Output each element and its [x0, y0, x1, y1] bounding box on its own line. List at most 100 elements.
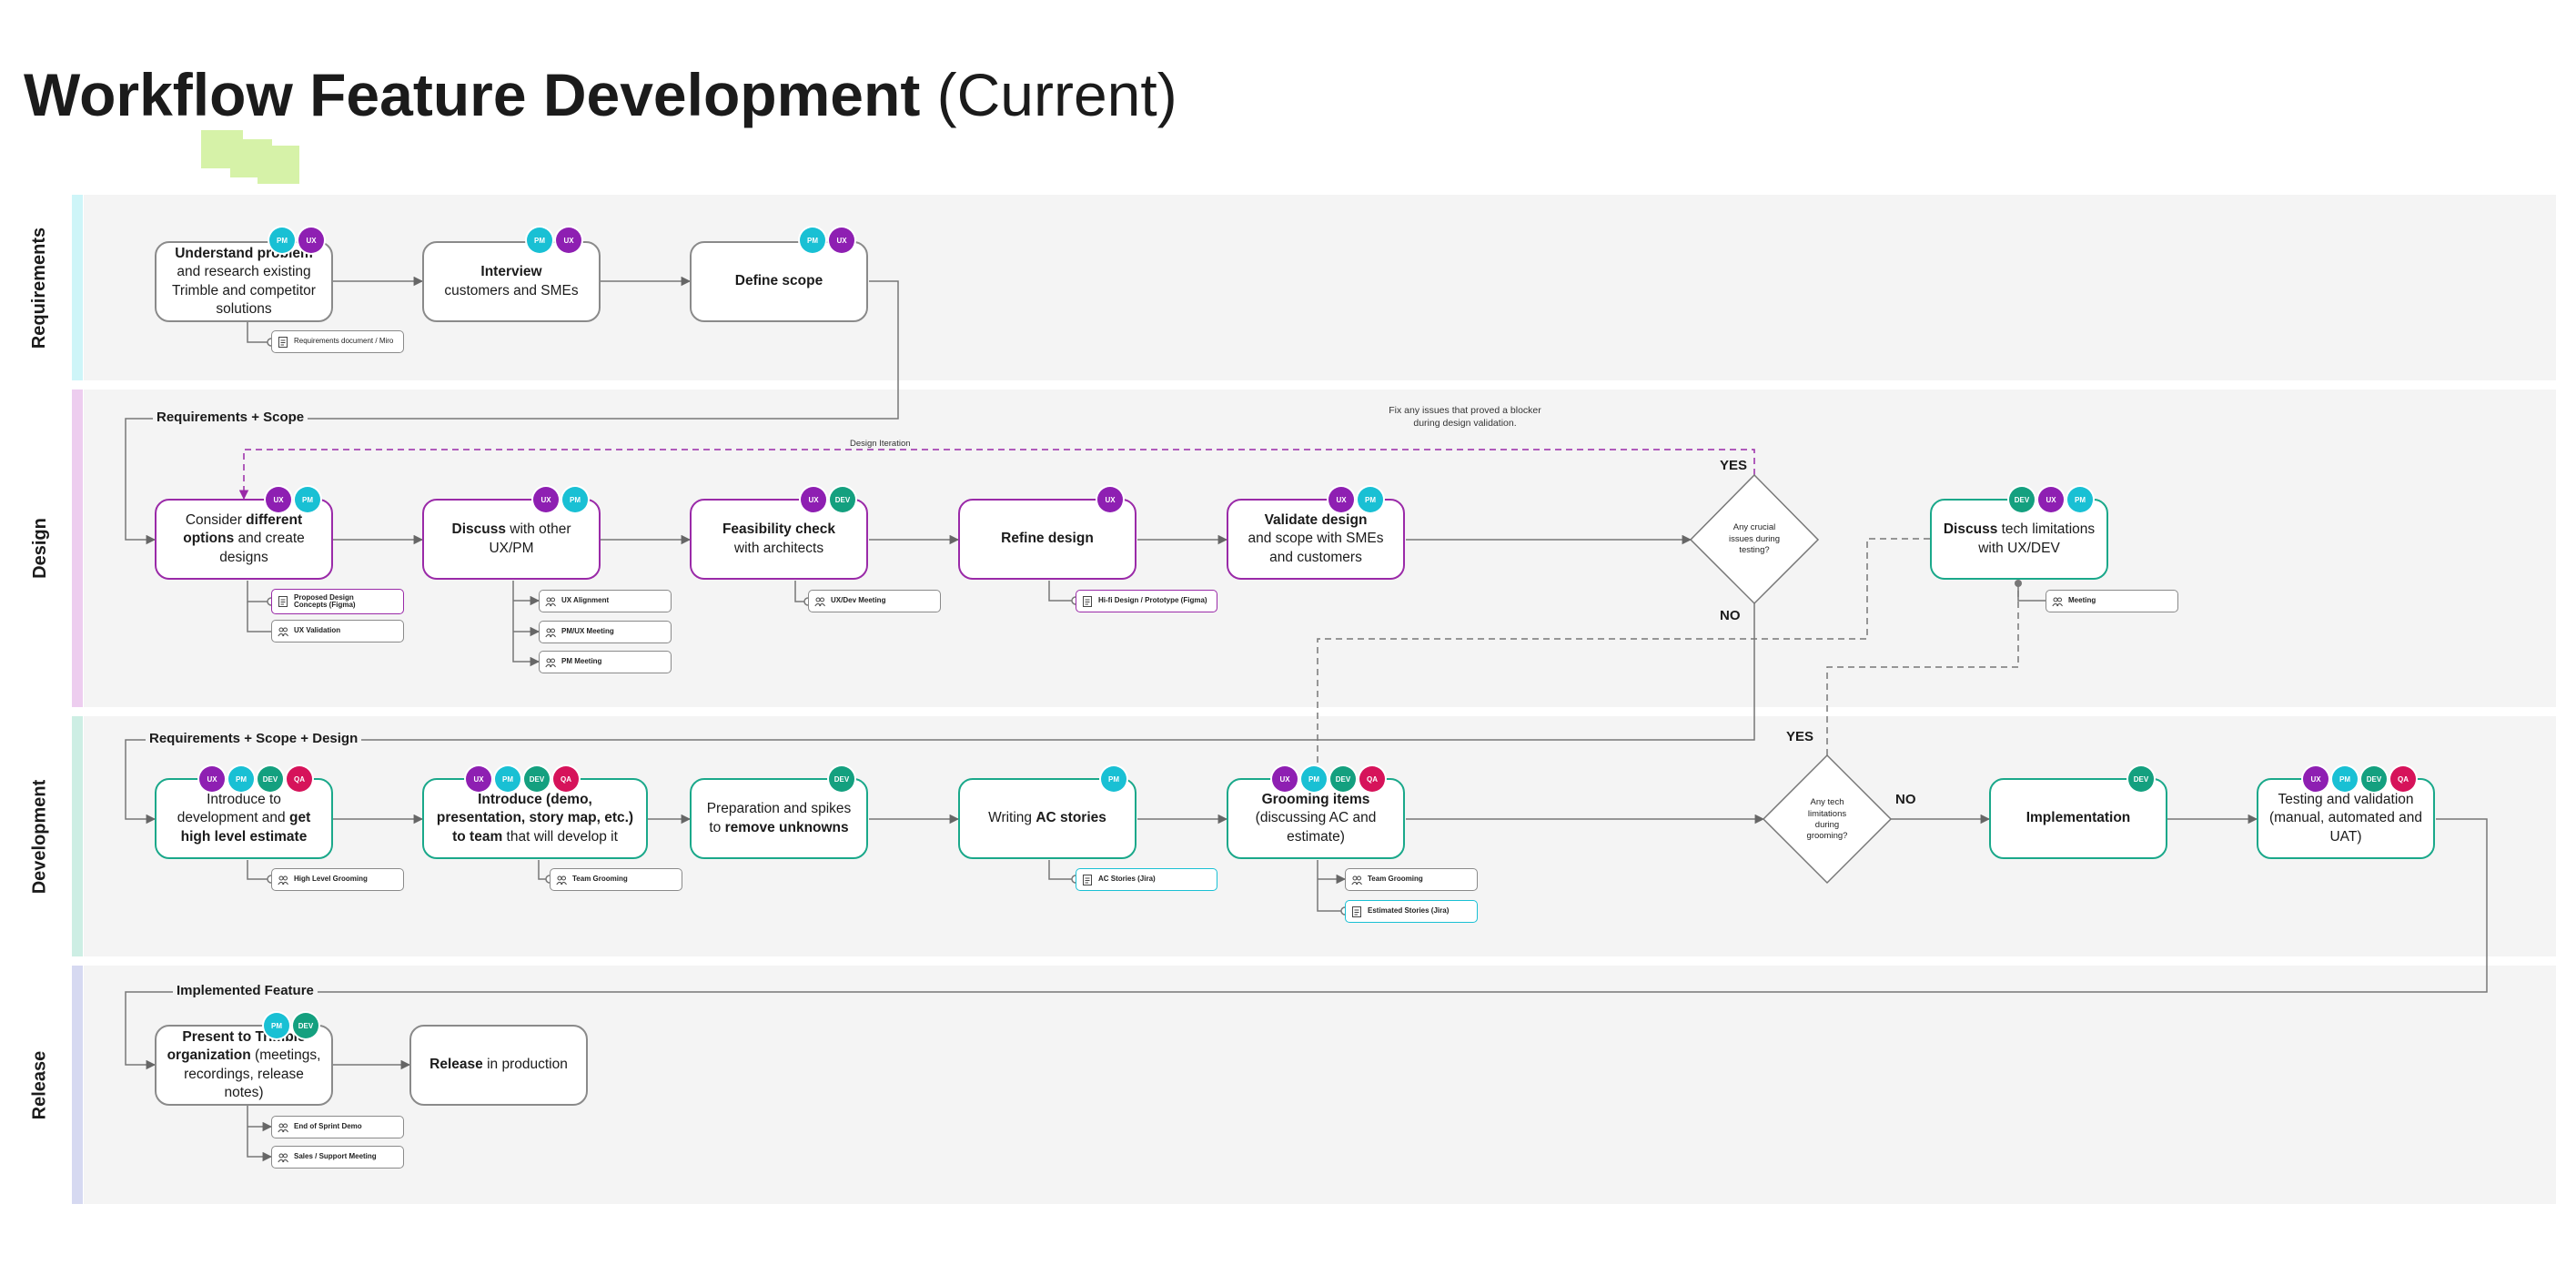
step-consider-options[interactable]: Consider different options and create de… — [155, 499, 333, 580]
artifact-end-of-sprint-demo[interactable]: End of Sprint Demo — [271, 1116, 404, 1138]
role-badge-pm: PM — [562, 487, 588, 512]
role-badges: PM DEV — [264, 1013, 318, 1038]
people-icon — [556, 875, 567, 885]
role-badge-pm: PM — [1101, 766, 1126, 792]
artifact-ux-validation[interactable]: UX Validation — [271, 620, 404, 642]
role-badge-pm: PM — [2067, 487, 2093, 512]
step-present-organization[interactable]: Present to Trimble organization (meeting… — [155, 1025, 333, 1106]
role-badge-pm: PM — [264, 1013, 289, 1038]
edge — [247, 1106, 273, 1162]
artifact-proposed-design[interactable]: Proposed Design Concepts (Figma) — [271, 589, 404, 614]
artifact-meeting[interactable]: Meeting — [2046, 590, 2178, 612]
lane-bar-release — [72, 966, 83, 1204]
role-badges: PM — [1101, 766, 1126, 792]
edge — [217, 818, 2488, 993]
people-icon — [1351, 875, 1362, 885]
role-badge-ux: UX — [266, 487, 291, 512]
artifact-hifi-design[interactable]: Hi-fi Design / Prototype (Figma) — [1076, 590, 1217, 612]
role-badges: DEV — [829, 766, 854, 792]
edge-label-design-iteration: Design Iteration — [846, 439, 914, 449]
lane-bar-development — [72, 716, 83, 956]
step-release-production[interactable]: Release in production — [409, 1025, 588, 1106]
fix-issues-note: Fix any issues that proved a blocker dur… — [1389, 405, 1541, 430]
artifact-ux-alignment[interactable]: UX Alignment — [539, 590, 672, 612]
edge — [125, 739, 157, 825]
edge-design-iteration — [238, 449, 1755, 501]
artifact-estimated-stories-jira[interactable]: Estimated Stories (Jira) — [1345, 900, 1478, 923]
role-badges: DEV UX PM — [2009, 487, 2093, 512]
artifact-requirements-doc[interactable]: Requirements document / Miro — [271, 330, 404, 353]
role-badge-pm: PM — [495, 766, 520, 792]
edge-tech-yes — [1826, 585, 2019, 755]
people-icon — [545, 627, 556, 638]
role-badges: UX PM DEV QA — [466, 766, 579, 792]
role-badge-pm: PM — [527, 228, 552, 253]
artifact-pm-ux-meeting[interactable]: PM/UX Meeting — [539, 621, 672, 643]
step-writing-ac-stories[interactable]: Writing AC stories — [958, 778, 1136, 859]
edge — [1317, 860, 1345, 912]
artifact-ac-stories-jira[interactable]: AC Stories (Jira) — [1076, 868, 1217, 891]
page-title: Workflow Feature Development (Current) — [24, 60, 1177, 129]
step-discuss-ux-pm[interactable]: Discuss with other UX/PM — [422, 499, 601, 580]
role-badge-ux: UX — [1097, 487, 1123, 512]
connector-dot — [2015, 580, 2022, 587]
artifact-team-grooming-2[interactable]: Team Grooming — [1345, 868, 1478, 891]
artifact-sales-support-meeting[interactable]: Sales / Support Meeting — [271, 1146, 404, 1169]
role-badge-ux: UX — [801, 487, 826, 512]
artifact-team-grooming[interactable]: Team Grooming — [550, 868, 682, 891]
role-badge-qa: QA — [287, 766, 312, 792]
document-icon — [278, 336, 288, 348]
role-badges: UX PM — [266, 487, 320, 512]
role-badge-dev: DEV — [293, 1013, 318, 1038]
people-icon — [278, 875, 288, 885]
step-testing-validation[interactable]: Testing and validation (manual, automate… — [2257, 778, 2435, 859]
role-badges: PM UX — [527, 228, 581, 253]
role-badges: DEV — [2128, 766, 2154, 792]
role-badge-ux: UX — [533, 487, 559, 512]
decision-diamond-tech — [1762, 754, 1893, 885]
edge — [247, 602, 271, 632]
role-badge-qa: QA — [553, 766, 579, 792]
people-icon — [278, 626, 288, 637]
role-badges: PM UX — [269, 228, 324, 253]
role-badge-dev: DEV — [258, 766, 283, 792]
role-badge-ux: UX — [199, 766, 225, 792]
edge — [2017, 581, 2046, 602]
role-badge-ux: UX — [829, 228, 854, 253]
lane-bar-design — [72, 390, 83, 707]
role-badge-dev: DEV — [829, 766, 854, 792]
people-icon — [545, 596, 556, 607]
role-badge-dev: DEV — [2361, 766, 2387, 792]
role-badge-pm: PM — [1358, 487, 1383, 512]
role-badge-pm: PM — [228, 766, 254, 792]
edge-tech-dashed — [1317, 538, 1930, 774]
step-introduce-estimate[interactable]: Introduce to development and get high le… — [155, 778, 333, 859]
people-icon — [278, 1152, 288, 1163]
artifact-pm-meeting[interactable]: PM Meeting — [539, 651, 672, 673]
document-icon — [278, 596, 288, 607]
artifact-ux-dev-meeting[interactable]: UX/Dev Meeting — [808, 590, 941, 612]
sticky-note[interactable] — [258, 146, 299, 184]
lane-bar-requirements — [72, 195, 83, 380]
yes-label: YES — [1786, 729, 1814, 744]
role-badge-ux: UX — [298, 228, 324, 253]
people-icon — [545, 657, 556, 668]
role-badge-dev: DEV — [2128, 766, 2154, 792]
no-label: NO — [1720, 608, 1741, 623]
role-badges: UX — [1097, 487, 1123, 512]
step-refine-design[interactable]: Refine design — [958, 499, 1136, 580]
step-implementation[interactable]: Implementation — [1989, 778, 2167, 859]
edge — [247, 860, 271, 880]
step-define-scope[interactable]: Define scope — [690, 241, 868, 322]
artifact-high-level-grooming[interactable]: High Level Grooming — [271, 868, 404, 891]
edge — [1048, 860, 1076, 880]
role-badge-pm: PM — [1301, 766, 1327, 792]
role-badge-qa: QA — [2390, 766, 2416, 792]
edge — [247, 322, 271, 343]
step-preparation-spikes[interactable]: Preparation and spikes to remove unknown… — [690, 778, 868, 859]
